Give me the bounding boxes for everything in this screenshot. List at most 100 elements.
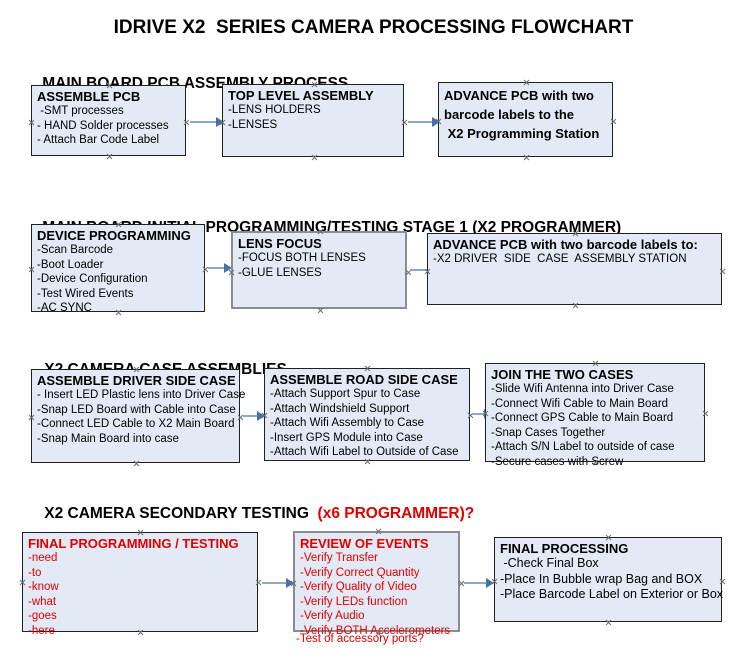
node-line: - Attach Bar Code Label bbox=[37, 134, 160, 146]
connector-assemble-pcb-to-top-level bbox=[190, 117, 224, 127]
resize-handle-bottom[interactable] bbox=[572, 302, 579, 309]
node-title: ASSEMBLE ROAD SIDE CASE bbox=[270, 372, 458, 387]
node-join-the-two-cases[interactable]: JOIN THE TWO CASES -Slide Wifi Antenna i… bbox=[485, 360, 705, 468]
node-line: -LENSES bbox=[228, 118, 278, 131]
resize-handle-right[interactable] bbox=[719, 578, 726, 585]
resize-handle-right[interactable] bbox=[401, 119, 408, 126]
arrow-head-icon bbox=[224, 263, 232, 273]
node-line: -Scan Barcode bbox=[37, 244, 114, 256]
node-line: -need bbox=[28, 552, 58, 564]
node-device-programming[interactable]: DEVICE PROGRAMMING -Scan Barcode -Boot L… bbox=[28, 224, 205, 314]
resize-handle-bottom[interactable] bbox=[106, 153, 113, 160]
resize-handle-bottom[interactable] bbox=[523, 154, 530, 161]
node-title: TOP LEVEL ASSEMBLY bbox=[228, 88, 374, 103]
arrow-head-icon bbox=[216, 117, 224, 127]
node-line: -Verify Transfer bbox=[300, 552, 378, 564]
resize-handle-right[interactable] bbox=[183, 119, 190, 126]
connector-shaft bbox=[410, 269, 432, 271]
resize-handle-right[interactable] bbox=[702, 410, 709, 417]
node-line: -FOCUS BOTH LENSES bbox=[238, 252, 366, 264]
node-line: -Snap LED Board with Cable into Case bbox=[37, 403, 236, 416]
node-line: -GLUE LENSES bbox=[238, 266, 322, 279]
connector-final-programming-to-review-of-events bbox=[262, 578, 294, 588]
node-line: -Snap Cases Together bbox=[491, 426, 606, 439]
connector-shaft bbox=[472, 413, 485, 415]
node-assemble-pcb[interactable]: ASSEMBLE PCB -SMT processes - HAND Solde… bbox=[31, 85, 186, 156]
node-line: -LENS HOLDERS bbox=[228, 104, 321, 116]
node-title: FINAL PROGRAMMING / TESTING bbox=[28, 536, 239, 551]
node-title: DEVICE PROGRAMMING bbox=[37, 228, 191, 243]
resize-handle-top[interactable] bbox=[364, 365, 371, 372]
node-title: JOIN THE TWO CASES bbox=[491, 367, 634, 382]
connector-review-of-events-to-final-processing bbox=[464, 578, 494, 588]
node-title: ASSEMBLE DRIVER SIDE CASE bbox=[37, 373, 236, 388]
resize-handle-left[interactable] bbox=[28, 414, 35, 421]
resize-handle-top[interactable] bbox=[592, 360, 599, 367]
node-advance-pcb-driver-side-station[interactable]: ADVANCE PCB with two barcode labels to: … bbox=[427, 233, 722, 305]
connector-shaft bbox=[190, 121, 217, 123]
section-header-text: X2 CAMERA SECONDARY TESTING bbox=[44, 505, 318, 522]
node-review-of-events[interactable]: REVIEW OF EVENTS -Verify Transfer -Verif… bbox=[293, 531, 460, 637]
connector-shaft bbox=[208, 267, 225, 269]
node-line: -Insert GPS Module into Case bbox=[270, 431, 423, 444]
node-line: -goes bbox=[28, 610, 57, 622]
node-advance-pcb-programming-station[interactable]: ADVANCE PCB with two barcode labels to t… bbox=[438, 82, 613, 157]
arrow-head-icon bbox=[486, 578, 494, 588]
node-final-processing[interactable]: FINAL PROCESSING -Check Final Box -Place… bbox=[494, 534, 724, 622]
node-line: -Snap Main Board into case bbox=[37, 432, 179, 445]
node-lens-focus[interactable]: LENS FOCUS -FOCUS BOTH LENSES -GLUE LENS… bbox=[231, 231, 407, 309]
node-line: -know bbox=[28, 581, 59, 593]
node-title: REVIEW OF EVENTS bbox=[300, 536, 429, 551]
resize-handle-right[interactable] bbox=[610, 118, 617, 125]
node-line: -SMT processes bbox=[37, 105, 124, 117]
arrow-head-icon bbox=[432, 117, 440, 127]
resize-handle-bottom[interactable] bbox=[317, 307, 324, 314]
node-line: -Attach S/N Label to outside of case bbox=[491, 441, 675, 453]
node-line: -Boot Loader bbox=[37, 258, 104, 271]
resize-handle-right[interactable] bbox=[255, 579, 262, 586]
resize-handle-bottom[interactable] bbox=[133, 460, 140, 467]
connector-driver-case-to-road-case bbox=[243, 411, 265, 421]
resize-handle-left[interactable] bbox=[28, 119, 35, 126]
node-line: -here bbox=[28, 624, 55, 637]
node-line: - HAND Solder processes bbox=[37, 119, 169, 132]
resize-handle-left[interactable] bbox=[28, 266, 35, 273]
node-line: -Verify BOTH Accelerometers bbox=[300, 624, 451, 637]
node-line: -Attach Wifi Label to Outside of Case bbox=[270, 446, 459, 458]
connector-shaft bbox=[464, 582, 487, 584]
node-final-programming-testing[interactable]: FINAL PROGRAMMING / TESTING -need -to -k… bbox=[19, 532, 258, 637]
node-line: -Verify Quality of Video bbox=[300, 581, 417, 593]
page-title: IDRIVE X2 SERIES CAMERA PROCESSING FLOWC… bbox=[113, 17, 634, 38]
node-line: -what bbox=[28, 595, 57, 608]
node-assemble-driver-side-case[interactable]: ASSEMBLE DRIVER SIDE CASE - Insert LED P… bbox=[28, 369, 246, 463]
node-line: -Connect LED Cable to X2 Main Board bbox=[37, 418, 235, 430]
node-line: -Check Final Box bbox=[500, 556, 599, 570]
node-line: -Verify Correct Quantity bbox=[300, 566, 420, 579]
node-line: - Insert LED Plastic lens into Driver Ca… bbox=[37, 389, 246, 401]
connector-top-level-to-advance-pcb bbox=[408, 117, 440, 127]
resize-handle-right[interactable] bbox=[719, 268, 726, 275]
resize-handle-bottom[interactable] bbox=[311, 154, 318, 161]
resize-handle-top[interactable] bbox=[523, 79, 530, 86]
arrow-head-icon bbox=[286, 578, 294, 588]
arrow-head-icon bbox=[257, 411, 265, 421]
node-title: ASSEMBLE PCB bbox=[37, 89, 141, 104]
resize-handle-bottom[interactable] bbox=[605, 619, 612, 626]
node-line: -Test Wired Events bbox=[37, 287, 134, 300]
node-line: -Place In Bubble wrap Bag and BOX bbox=[500, 571, 703, 586]
node-top-level-assembly[interactable]: TOP LEVEL ASSEMBLY -LENS HOLDERS -LENSES bbox=[222, 84, 404, 157]
node-line: -Attach Windshield Support bbox=[270, 402, 410, 415]
node-title: ADVANCE PCB with two barcode labels to: bbox=[433, 237, 698, 252]
connector-shaft bbox=[408, 121, 433, 123]
node-line: -Place Barcode Label on Exterior or Box bbox=[500, 587, 724, 601]
node-assemble-road-side-case[interactable]: ASSEMBLE ROAD SIDE CASE -Attach Support … bbox=[264, 368, 470, 461]
node-line-overflow-test-of-accessory-ports: -Test of accessory ports? bbox=[296, 633, 424, 645]
node-line: -Attach Wifi Assembly to Case bbox=[270, 417, 425, 429]
node-line: -Connect GPS Cable to Main Board bbox=[491, 412, 674, 424]
node-line: -Device Configuration bbox=[37, 273, 148, 285]
connector-device-programming-to-lens-focus bbox=[208, 263, 232, 273]
node-line: -to bbox=[28, 566, 42, 579]
resize-handle-left[interactable] bbox=[19, 579, 26, 586]
resize-handle-top[interactable] bbox=[605, 534, 612, 541]
